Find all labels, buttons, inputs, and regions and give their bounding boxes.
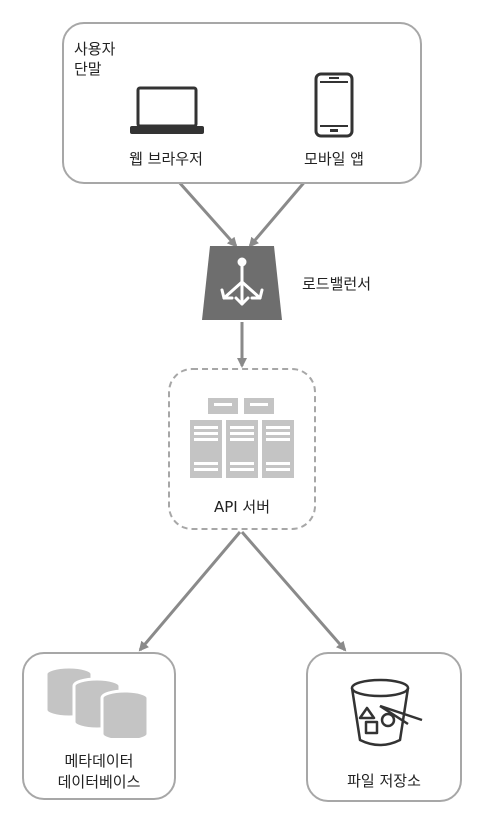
metadata-db-label-line1: 메타데이터 [64,752,134,770]
tablet-icon [314,72,354,138]
load-balancer-label: 로드밸런서 [302,275,372,293]
user-devices-title-line1: 사용자 [74,40,116,58]
user-devices-title-line2: 단말 [74,60,102,78]
arrow-mobile-to-lb [248,171,315,248]
file-storage-label: 파일 저장소 [347,772,421,790]
web-browser-label: 웹 브라우저 [129,150,203,168]
laptop-icon [130,86,204,134]
database-stack-icon [44,665,150,738]
user-devices-box: 사용자 단말 웹 브라우저 모바일 앱 [62,22,422,184]
server-rack-icon [190,398,294,478]
mobile-app-label: 모바일 앱 [304,150,364,168]
arrow-web-to-lb [168,171,238,248]
arrow-api-to-db [138,531,242,652]
arrow-api-to-storage [240,531,347,652]
storage-bucket-icon [350,678,423,747]
file-storage-box [306,652,462,802]
load-balancer-icon [202,246,282,320]
api-server-label: API 서버 [213,498,271,516]
metadata-db-label-line2: 데이터베이스 [57,773,141,791]
